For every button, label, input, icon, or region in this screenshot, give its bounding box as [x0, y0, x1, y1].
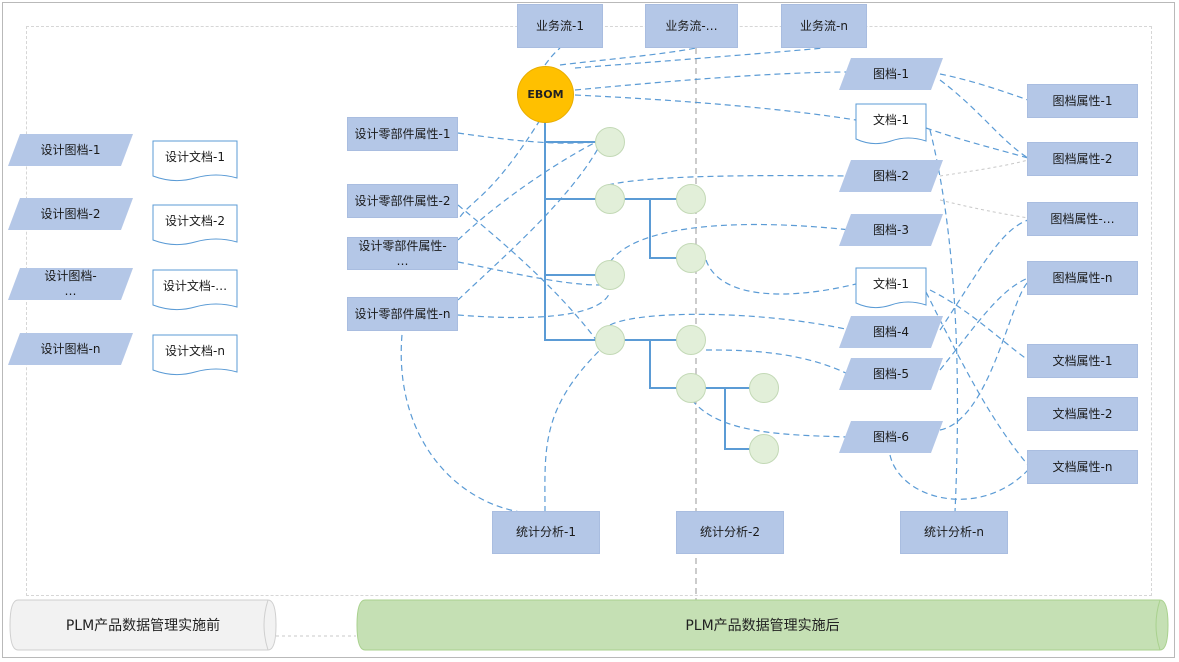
- analysis-2[interactable]: 统计分析-2: [676, 511, 784, 554]
- analysis-1[interactable]: 统计分析-1: [492, 511, 600, 554]
- document-attribute-1[interactable]: 文档属性-1: [1027, 344, 1138, 378]
- design-doc-1[interactable]: 设计文档-1: [165, 149, 225, 164]
- drawing-6[interactable]: 图档-6: [873, 429, 909, 444]
- document-attribute-2[interactable]: 文档属性-2: [1027, 397, 1138, 431]
- ebom-child-node[interactable]: [595, 184, 625, 214]
- design-drawing-2[interactable]: 设计图档-2: [40, 206, 101, 221]
- design-drawing-ellipsis[interactable]: 设计图档- …: [44, 269, 97, 298]
- after-banner: PLM产品数据管理实施后: [685, 618, 840, 634]
- drawing-attribute-1[interactable]: 图档属性-1: [1027, 84, 1138, 118]
- part-attribute-n[interactable]: 设计零部件属性-n: [347, 297, 458, 331]
- design-drawing-n[interactable]: 设计图档-n: [40, 341, 101, 356]
- faint-links: [276, 159, 1029, 637]
- dashed-links: [400, 47, 1029, 513]
- ebom-child-node[interactable]: [749, 434, 779, 464]
- part-attribute-ellipsis[interactable]: 设计零部件属性- …: [347, 237, 458, 270]
- design-doc-2[interactable]: 设计文档-2: [165, 213, 225, 228]
- ebom-child-node[interactable]: [676, 325, 706, 355]
- drawing-attribute-ellipsis[interactable]: 图档属性-…: [1027, 202, 1138, 236]
- drawing-3[interactable]: 图档-3: [873, 222, 909, 237]
- document-1-upper[interactable]: 文档-1: [873, 112, 909, 127]
- ebom-child-node[interactable]: [676, 243, 706, 273]
- ebom-child-node[interactable]: [676, 373, 706, 403]
- drawing-2[interactable]: 图档-2: [873, 168, 909, 183]
- design-drawing-1[interactable]: 设计图档-1: [40, 142, 101, 157]
- drawing-1[interactable]: 图档-1: [873, 66, 909, 81]
- design-doc-ellipsis[interactable]: 设计文档-…: [162, 278, 228, 293]
- before-banner: PLM产品数据管理实施前: [65, 618, 221, 634]
- drawing-5[interactable]: 图档-5: [873, 366, 909, 381]
- analysis-n[interactable]: 统计分析-n: [900, 511, 1008, 554]
- ebom-child-node[interactable]: [749, 373, 779, 403]
- design-doc-n[interactable]: 设计文档-n: [165, 343, 225, 358]
- ebom-node[interactable]: EBOM: [517, 66, 574, 123]
- business-flow-ellipsis[interactable]: 业务流-…: [645, 4, 738, 48]
- banner-shapes: [9, 599, 1169, 651]
- part-attribute-2[interactable]: 设计零部件属性-2: [347, 184, 458, 218]
- business-flow-1[interactable]: 业务流-1: [517, 4, 603, 48]
- ebom-child-node[interactable]: [595, 260, 625, 290]
- drawing-attribute-n[interactable]: 图档属性-n: [1027, 261, 1138, 295]
- business-flow-n[interactable]: 业务流-n: [781, 4, 867, 48]
- parallelogram-shapes: [8, 58, 943, 453]
- ebom-child-node[interactable]: [595, 127, 625, 157]
- drawing-4[interactable]: 图档-4: [873, 324, 909, 339]
- drawing-attribute-2[interactable]: 图档属性-2: [1027, 142, 1138, 176]
- ebom-child-node[interactable]: [595, 325, 625, 355]
- part-attribute-1[interactable]: 设计零部件属性-1: [347, 117, 458, 151]
- document-shapes: [152, 103, 927, 376]
- document-1-lower[interactable]: 文档-1: [873, 276, 909, 291]
- document-attribute-n[interactable]: 文档属性-n: [1027, 450, 1138, 484]
- ebom-child-node[interactable]: [676, 184, 706, 214]
